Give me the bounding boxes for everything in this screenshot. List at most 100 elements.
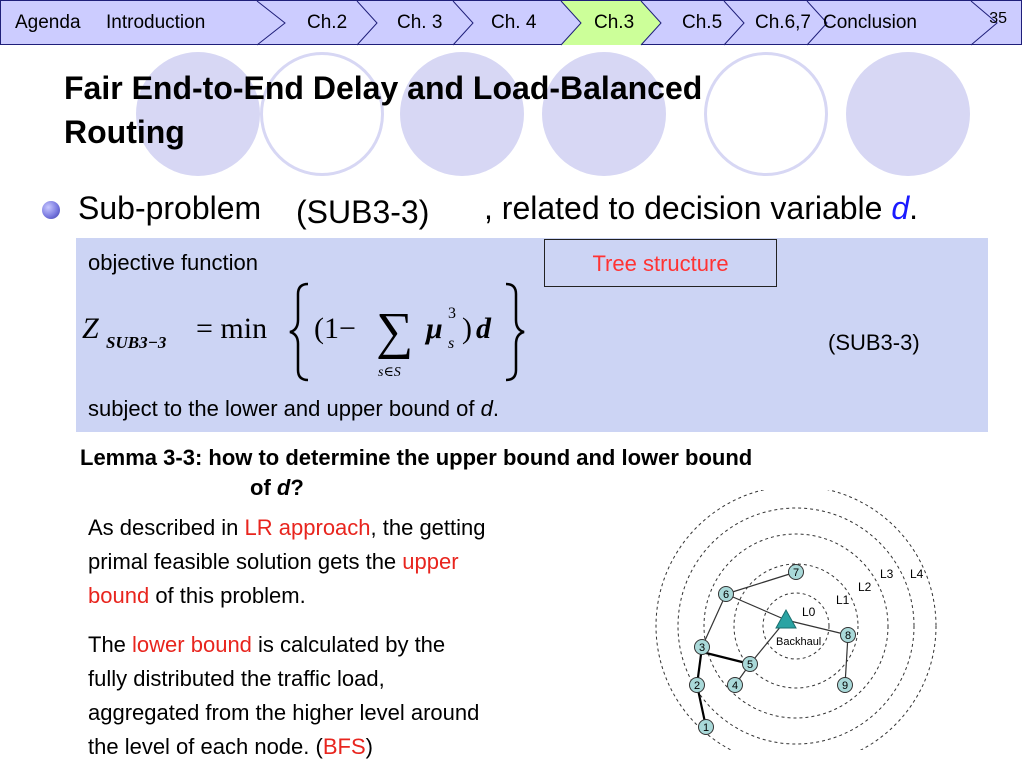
bullet-prefix: Sub-problem [78,190,262,226]
node-6: 6 [718,586,734,602]
backhaul-icon [775,608,797,629]
lr-approach-highlight: LR approach [244,515,371,540]
node-label: 5 [747,659,753,671]
formula-sum-sub: s∈S [378,365,401,380]
tree-structure-label: Tree structure [592,251,729,276]
level-label-l2: L2 [858,580,872,594]
para2-text: fully distributed the traffic load, [88,666,385,691]
bullet-middle: , related to decision variable [484,190,883,226]
node-9: 9 [837,677,853,693]
objective-function-label: objective function [88,250,258,275]
bullet-end: . [909,190,919,226]
network-tree-diagram: L0 L1 L2 L3 L4 Backhaul 1 2 3 4 5 6 7 8 … [655,490,937,750]
subproblem-label: (SUB3-3) [296,194,430,230]
para2-text: the level of each node. ( [88,734,323,759]
formula-right-brace [505,282,525,382]
para1-text: , the getting [370,515,486,540]
para2-text: ) [365,734,373,759]
objective-formula: Z SUB3−3 = min (1− ∑ s∈S μ 3 s ) d [82,282,525,382]
node-label: 4 [732,680,738,692]
lower-bound-paragraph: The lower bound is calculated by the ful… [88,628,608,764]
node-label: 7 [793,567,799,579]
nav-item-ch4[interactable]: Ch. 4 [491,12,537,33]
node-label: 6 [723,589,729,601]
para2-text: aggregated from the higher level around [88,700,480,725]
subject-end: . [492,396,499,421]
decorative-circle [400,52,524,176]
level-label-l0: L0 [802,605,816,619]
lemma-line2-end: ? [290,475,304,500]
para2-text: is calculated by the [258,632,446,657]
lemma-heading: Lemma 3-3: how to determine the upper bo… [80,443,960,503]
nav-item-conclusion[interactable]: Conclusion [823,12,917,33]
para1-text: of this problem. [155,583,306,608]
nav-item-ch3-current[interactable]: Ch.3 [594,12,635,33]
level-label-l1: L1 [836,593,850,607]
formula-lhs-sub: SUB3−3 [106,333,167,352]
nav-item-introduction[interactable]: Introduction [106,12,206,33]
upper-bound-paragraph: As described in LR approach, the getting… [88,511,608,613]
nav-item-ch6-7[interactable]: Ch.6,7 [755,12,811,33]
tree-nodes: 1 2 3 4 5 6 7 8 9 [689,564,856,735]
node-4: 4 [727,677,743,693]
formula-sum-symbol: ∑ [376,303,413,360]
lemma-line: Lemma 3-3: how to determine the upper bo… [80,445,753,470]
nav-item-agenda[interactable]: Agenda [15,12,81,33]
nav-current-highlight [561,1,661,45]
formula-mu-sub: s [448,335,454,352]
decorative-circle [542,52,666,176]
node-5: 5 [742,656,758,672]
lemma-line2-prefix: of [250,475,271,500]
chapter-navigation-bar: Agenda Introduction Ch.2 Ch. 3 Ch. 4 Ch.… [0,0,1022,46]
nav-item-ch5[interactable]: Ch.5 [682,12,723,33]
node-7: 7 [788,564,804,580]
formula-mu: μ [424,312,443,345]
lemma-line: of d? [80,473,960,503]
node-label: 3 [699,642,705,654]
node-8: 8 [840,627,856,643]
formula-min: = min [196,312,267,345]
node-1: 1 [698,719,714,735]
nav-item-ch2[interactable]: Ch.2 [307,12,348,33]
level-rings [655,490,937,750]
lemma-variable: d [276,475,291,500]
backhaul-label: Backhaul [776,636,821,648]
level-label-l4: L4 [910,567,924,581]
bound-highlight: bound [88,583,150,608]
node-label: 8 [845,630,851,642]
formula-close: ) [462,312,472,345]
slide-title-line: Routing [64,114,185,150]
subproblem-tag: (SUB3-3) [828,330,920,355]
formula-var: d [476,312,492,345]
slide-title-line: Fair End-to-End Delay and Load-Balanced [64,70,703,106]
node-2: 2 [689,677,705,693]
formula-left-brace [289,282,309,382]
para1-text: As described in [88,515,239,540]
decorative-circle [136,52,260,176]
formula-open: (1− [314,312,356,345]
bfs-highlight: BFS [322,734,366,759]
nav-arrows [256,1,998,46]
tree-structure-box: Tree structure [544,239,777,287]
bullet-icon [42,201,60,219]
bullet-text: , related to decision variable d. [484,190,918,227]
para2-text: The [88,632,126,657]
slide-title: Fair End-to-End Delay and Load-Balanced … [64,66,924,154]
node-label: 1 [703,722,709,734]
formula-lhs: Z [82,312,99,345]
node-label: 9 [842,680,848,692]
subject-variable: d [480,396,493,421]
nav-item-ch3[interactable]: Ch. 3 [397,12,443,33]
para1-text: primal feasible solution gets the [88,549,397,574]
subject-to-label: subject to the lower and upper bound of … [88,396,499,422]
node-3: 3 [694,639,710,655]
level-label-l3: L3 [880,567,894,581]
decorative-circle [846,52,970,176]
node-label: 2 [694,680,700,692]
lower-bound-highlight: lower bound [132,632,252,657]
subject-prefix: subject to the lower and upper bound of [88,396,475,421]
formula-box [76,238,988,432]
slide-number: 35 [989,10,1007,27]
formula-mu-sup: 3 [448,305,456,322]
upper-highlight: upper [402,549,459,574]
